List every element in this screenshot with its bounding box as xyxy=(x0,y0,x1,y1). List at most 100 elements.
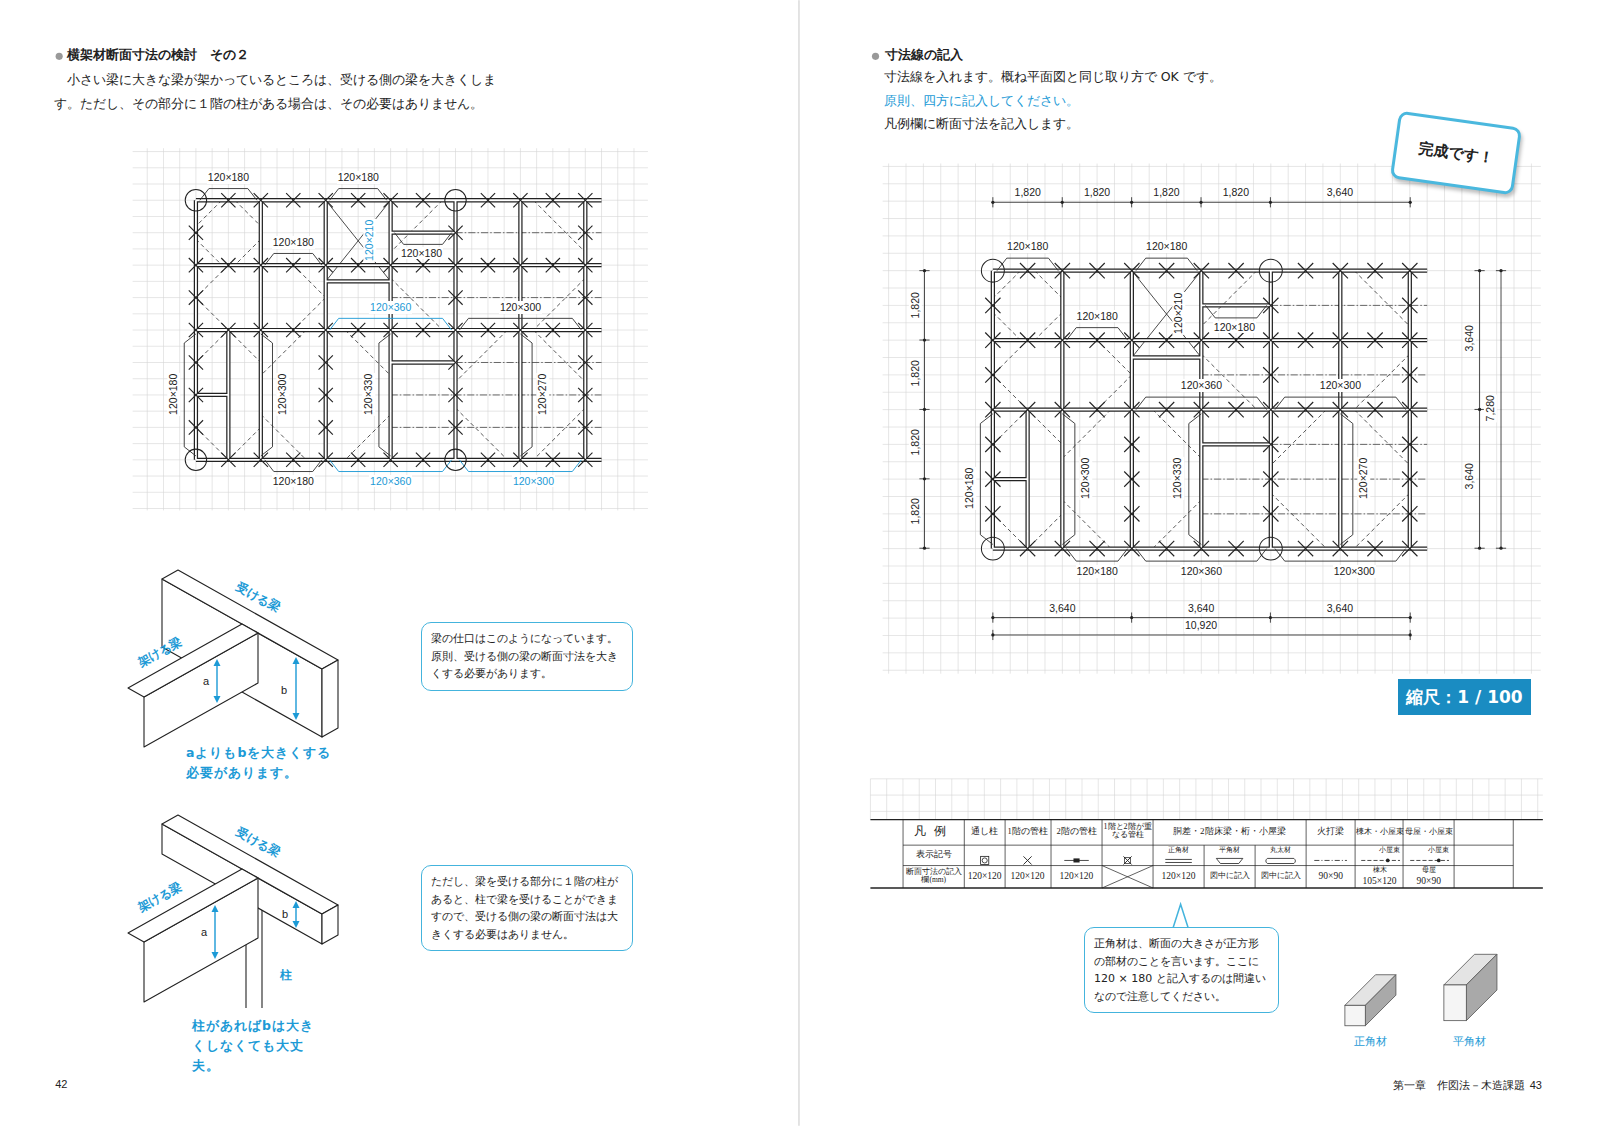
dimension-label: 3,640 xyxy=(1187,602,1215,615)
pillar-mark xyxy=(1263,367,1278,382)
beam-line xyxy=(196,328,602,332)
pillar-mark xyxy=(448,323,462,337)
pillar-mark xyxy=(189,420,203,434)
dimension-dot xyxy=(1409,616,1412,619)
span-bracket xyxy=(520,334,532,456)
grid-line xyxy=(940,164,941,674)
grid-line xyxy=(870,795,1542,796)
beam-line xyxy=(391,232,456,234)
pillar-mark xyxy=(1367,402,1382,417)
beam-line xyxy=(993,477,1028,481)
pillar-mark xyxy=(448,226,462,240)
brace-line xyxy=(1271,410,1327,466)
grid-line xyxy=(968,779,969,820)
timber-picture xyxy=(1345,975,1396,1026)
grid-line xyxy=(883,427,1541,428)
table-cell: 胴差・2階床梁・桁・小屋梁 xyxy=(1173,827,1286,837)
pillar-mark xyxy=(448,388,462,402)
beam-size-label: 120×300 xyxy=(1319,379,1362,392)
pillar-mark xyxy=(221,258,235,272)
span-bracket xyxy=(395,233,452,245)
pillar-mark xyxy=(1194,402,1209,417)
pillar-mark xyxy=(1159,263,1174,278)
pillar-mark xyxy=(1263,298,1278,313)
pillar-mark xyxy=(481,193,495,207)
pillar-mark xyxy=(1228,402,1243,417)
pillar-mark xyxy=(189,290,203,304)
table-cell: 丸太材 xyxy=(1270,846,1291,854)
pillar-mark xyxy=(416,258,430,272)
stairwell-line xyxy=(1132,271,1201,358)
grid-line xyxy=(133,151,648,152)
table-rule xyxy=(870,887,1542,888)
dimension-dot xyxy=(1199,201,1202,204)
pillar-mark xyxy=(1263,298,1278,313)
grid-line xyxy=(883,392,1541,393)
dimension-dot xyxy=(1269,201,1272,204)
table-cell: 2階の管柱 xyxy=(1057,827,1097,836)
span-bracket xyxy=(1275,549,1406,562)
span-bracket xyxy=(1205,305,1266,318)
grid-line xyxy=(1505,779,1506,820)
pillar-mark xyxy=(546,258,560,272)
table-rule xyxy=(1513,820,1514,888)
grid-line xyxy=(919,779,920,820)
pillar-mark xyxy=(1159,541,1174,556)
pillar-mark xyxy=(1298,263,1313,278)
pillar-mark xyxy=(1367,263,1382,278)
grid-line xyxy=(883,322,1541,323)
pillar-mark xyxy=(1402,263,1417,278)
callout-box: 正角材は、断面の大きさが正方形の部材のことを言います。ここに 120 × 180… xyxy=(1084,927,1279,1013)
pillar-mark xyxy=(351,193,365,207)
pillar-mark xyxy=(1333,263,1348,278)
pillar-mark xyxy=(578,323,592,337)
pillar-mark xyxy=(1298,263,1313,278)
grid-line xyxy=(1049,779,1050,820)
table-cell: 凡例 xyxy=(914,825,954,838)
grid-line xyxy=(1440,779,1441,820)
pillar-mark xyxy=(1020,263,1035,278)
pillar-mark xyxy=(1020,332,1035,347)
pillar-mark xyxy=(416,453,430,467)
pillar-mark xyxy=(1402,437,1417,452)
pillar-mark xyxy=(1020,332,1035,347)
pillar-mark xyxy=(351,193,365,207)
table-rule xyxy=(1102,820,1103,888)
grid-line xyxy=(133,508,648,509)
through-column-mark xyxy=(185,449,206,470)
pillar-mark xyxy=(578,290,592,304)
pillar-mark xyxy=(1124,471,1139,486)
pillar-mark xyxy=(1402,541,1417,556)
pillar-mark xyxy=(286,193,300,207)
pillar-mark xyxy=(578,323,592,337)
table-cell: 平角材 xyxy=(1219,846,1240,854)
grid-line xyxy=(883,531,1541,532)
pillar-mark xyxy=(286,323,300,337)
pillar-mark xyxy=(319,388,333,402)
grid-line xyxy=(883,479,1541,480)
pillar-mark xyxy=(1194,263,1209,278)
pillar-mark xyxy=(319,420,333,434)
pillar-mark xyxy=(319,323,333,337)
pillar-mark xyxy=(1020,541,1035,556)
grid-line xyxy=(905,164,906,674)
joist-line xyxy=(1201,374,1427,375)
dimension-line xyxy=(1496,269,1506,550)
pillar-mark xyxy=(513,258,527,272)
grid-line xyxy=(883,496,1541,497)
pillar-mark xyxy=(985,437,1000,452)
grid-line xyxy=(1261,779,1262,820)
pillar-mark xyxy=(481,193,495,207)
pillar-mark xyxy=(1367,332,1382,347)
framing-plan xyxy=(980,258,1427,561)
pillar-mark xyxy=(513,193,527,207)
dimension-label: 1,820 xyxy=(1083,186,1111,199)
pillar-mark xyxy=(578,388,592,402)
beam-size-label: 120×300 xyxy=(277,373,290,416)
grid-line xyxy=(1342,779,1343,820)
beam-end xyxy=(322,660,338,737)
pillar-mark xyxy=(1055,263,1070,278)
span-bracket xyxy=(184,334,196,456)
pillar-mark xyxy=(513,258,527,272)
grid-line xyxy=(179,148,180,510)
